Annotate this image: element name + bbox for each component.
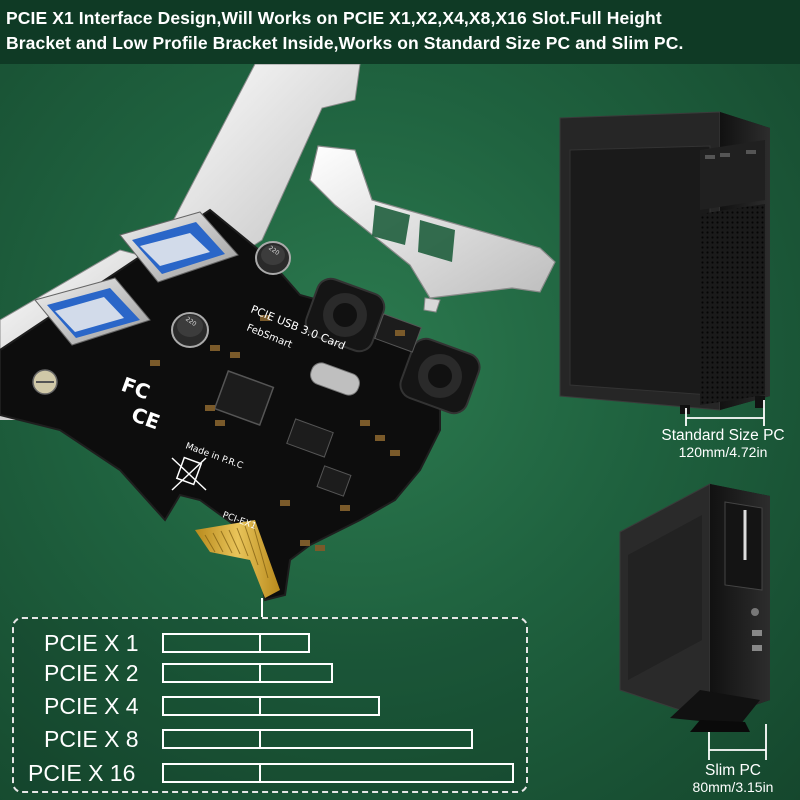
slim-pc [619,483,770,732]
headline-line-1: PCIE X1 Interface Design,Will Works on P… [6,8,662,28]
slim-pc-caption: Slim PC 80mm/3.15in [666,762,800,796]
slot-bar [162,729,474,749]
headline: PCIE X1 Interface Design,Will Works on P… [0,0,800,64]
crystal-oscillator [310,362,360,396]
weee-bin-icon [171,456,207,491]
usb-port-1 [119,211,239,283]
slot-row: PCIE X 1 [14,628,530,658]
slim-width-marker [708,724,767,760]
slot-bar [162,763,514,783]
slim-pc-dimension: 80mm/3.15in [692,779,774,795]
standard-pc-dimension: 120mm/4.72in [678,444,768,460]
slim-pc-title: Slim PC [705,762,761,779]
slot-row: PCIE X 16 [14,758,530,788]
slot-label: PCIE X 1 [44,630,139,656]
capacitor: 220 [255,241,291,275]
smd-components [150,315,405,551]
ic-chip [316,465,352,497]
controller-chip [213,370,275,426]
inductor [399,337,481,415]
slot-key-notch [259,663,261,683]
standard-pc-caption: Standard Size PC 120mm/4.72in [648,427,798,461]
slot-key-notch [259,633,261,653]
slot-bar [162,633,310,653]
usb-port-2 [34,277,151,346]
standard-tower-pc [559,111,770,414]
slot-key-notch [259,729,261,749]
slot-row: PCIE X 2 [14,658,530,688]
slot-label: PCIE X 2 [44,660,139,686]
ic-chip [286,418,334,458]
slot-label: PCIE X 16 [28,760,136,786]
slot-key-notch [259,763,261,783]
slot-label: PCIE X 4 [44,693,139,719]
slot-row: PCIE X 8 [14,724,530,754]
slot-bar [162,696,380,716]
capacitor: 220 [171,312,209,348]
inductor [304,277,386,353]
headline-line-2: Bracket and Low Profile Bracket Inside,W… [6,33,684,53]
slot-label: PCIE X 8 [44,726,139,752]
standard-pc-title: Standard Size PC [661,427,785,444]
slot-bar [162,663,334,683]
slot-row: PCIE X 4 [14,691,530,721]
standard-width-marker [685,400,765,426]
pcie-slot-comparison: PCIE X 1 PCIE X 2 PCIE X 4 PCIE X 8 PCIE X 1… [12,617,528,793]
low-profile-bracket [309,145,556,313]
slot-key-notch [259,696,261,716]
